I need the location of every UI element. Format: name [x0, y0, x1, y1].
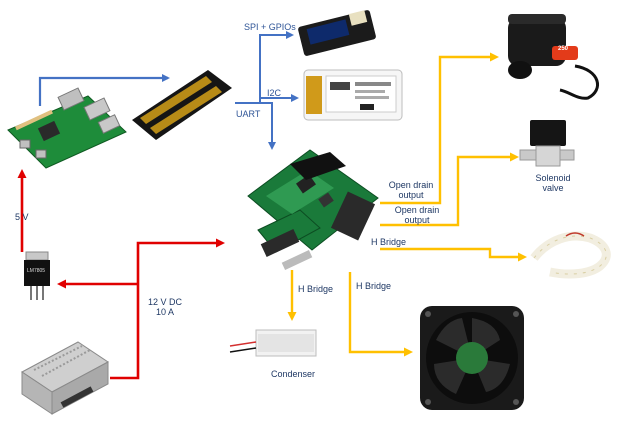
psu-rating-label: 12 V DC 10 A — [147, 297, 182, 317]
condenser-label: Condenser — [271, 369, 316, 379]
uart-label: UART — [236, 109, 261, 119]
compressor-arrow — [380, 52, 499, 205]
air-compressor — [508, 14, 599, 100]
h-bridge-condenser-label: H Bridge — [298, 284, 334, 294]
power-supply-unit — [21, 341, 109, 415]
eink-bonnet — [303, 69, 403, 121]
open-drain-output-1-label: Open drain output — [388, 180, 434, 200]
valve-arrow — [380, 152, 519, 227]
pi-to-header-arrow — [38, 74, 170, 106]
led-strip — [530, 231, 611, 279]
peltier-module — [229, 329, 317, 357]
cooling-fan — [420, 306, 524, 410]
h-bridge-led-label: H Bridge — [371, 237, 407, 247]
led-strip-arrow — [380, 247, 527, 262]
solenoid-valve-label: Solenoid valve — [535, 173, 571, 193]
uart-arrow — [235, 102, 276, 150]
gpio-header-extender — [132, 70, 232, 140]
voltage-regulator-lm7805 — [24, 251, 50, 300]
solenoid-valve — [519, 120, 575, 167]
raspberry-pi-board — [7, 87, 127, 169]
compressor-badge-label: 250 — [558, 46, 569, 52]
oled-featherwing — [298, 10, 376, 56]
controller-board — [247, 149, 379, 270]
five-volt-label: 5 V — [15, 212, 29, 222]
fan-arrow — [348, 272, 413, 357]
i2c-label: I2C — [267, 88, 282, 98]
regulator-part-label: LM7805 — [27, 268, 46, 274]
psu-to-board-arrow — [110, 238, 225, 380]
h-bridge-fan-label: H Bridge — [356, 281, 392, 291]
spi-gpio-arrow — [235, 31, 294, 104]
open-drain-output-2-label: Open drain output — [394, 205, 440, 225]
spi-gpio-label: SPI + GPIOs — [244, 22, 296, 32]
